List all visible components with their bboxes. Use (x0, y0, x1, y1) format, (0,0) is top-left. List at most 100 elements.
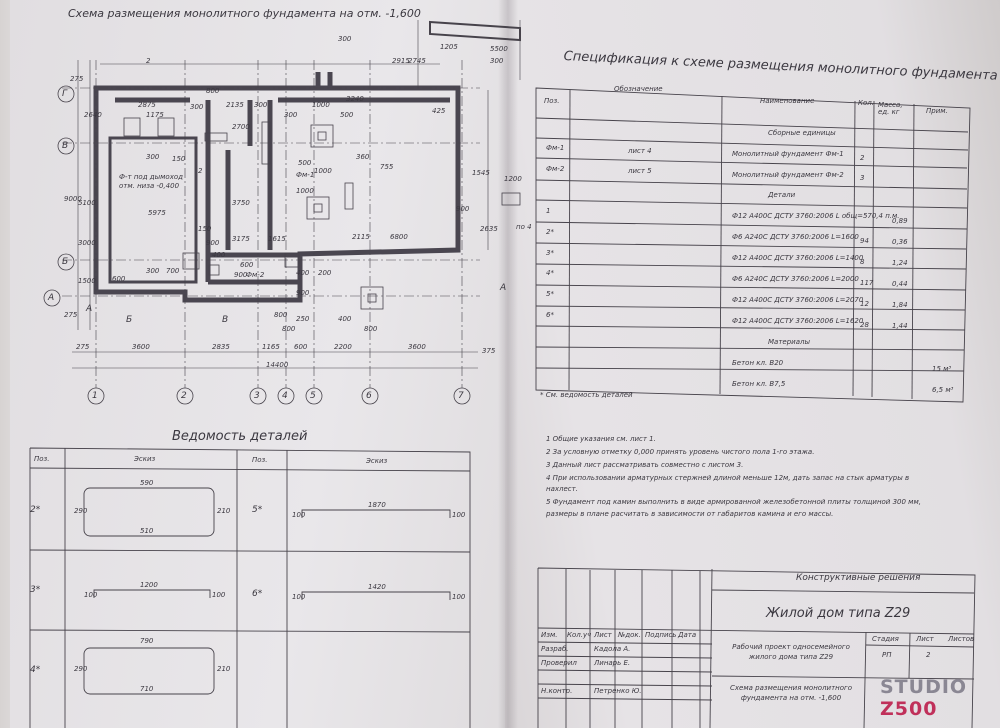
stamp-object: Жилой дом типа Z29 (766, 606, 911, 621)
detail-5-dim-b: 100 (292, 511, 306, 519)
stamp-name-3: Петренко Ю. (594, 687, 642, 695)
dim-b2: 2835 (212, 343, 230, 351)
detail-4-dim-b: 290 (74, 665, 88, 673)
detail-4-dim-a: 790 (140, 637, 154, 645)
dim-i19: 3750 (232, 199, 250, 207)
spec-cell-name: Ф12 А400С ДСТУ 3760:2006 L общ=570,4 п.м… (732, 212, 900, 221)
dim-i38: 150 (198, 225, 212, 233)
dim-i29: 300 (146, 267, 160, 275)
dim-i26: 800 (282, 325, 296, 333)
dim-i14: 755 (380, 163, 394, 171)
dim-t3: 2745 (408, 57, 426, 65)
right-page (505, 0, 1000, 728)
dim-t4: 1205 (440, 43, 458, 51)
detail-6-dim-c: 100 (452, 593, 466, 601)
dim-i28: 600 (112, 275, 126, 283)
details-table-lines (29, 447, 471, 728)
dim-t6: 300 (490, 57, 504, 65)
stamp-role-3: Н.контр. (541, 687, 573, 695)
note-3: 3 Данный лист рассматривать совместно с … (546, 461, 744, 469)
spec-cell-qty: 2 (860, 153, 865, 162)
spec-cell-note: 15 м³ (932, 364, 952, 373)
axis-num-1: 1 (92, 391, 98, 401)
stamp-sheet-title: Схема размещения монолитного фундамента … (730, 684, 852, 702)
dim-b4: 600 (294, 343, 308, 351)
stove-note-2: отм. низа -0,400 (119, 182, 180, 190)
stamp-stage: РП (882, 651, 892, 659)
detail-5-dim-a: 1870 (368, 501, 386, 509)
spec-cell-pos: 6* (546, 311, 554, 320)
spec-cell-name: Бетон кл. В20 (732, 358, 784, 367)
dim-t2: 2915 (392, 57, 410, 65)
spec-cell-name: Ф12 А400С ДСТУ 3760:2006 L=1620 (732, 316, 864, 325)
stamp-name-0: Кадола А. (594, 645, 631, 653)
studio-logo: STUDIO Z500 (880, 676, 968, 720)
stamp-role-1: Проверил (541, 659, 577, 667)
dim-b7: 375 (482, 347, 496, 355)
spec-cell-name: Сборные единицы (768, 128, 836, 137)
dim-i27: 250 (296, 315, 310, 323)
dim-i23: 6800 (390, 233, 408, 241)
label-fm1: Фм-1 (296, 171, 315, 179)
dim-i25: 800 (364, 325, 378, 333)
spec-cell-pos: 2* (546, 227, 554, 236)
slab-note: по 4 (516, 223, 532, 231)
dim-i37: 900 (234, 271, 248, 279)
dim-i10: 1175 (146, 111, 164, 119)
spec-cell-des: лист 5 (628, 167, 652, 176)
spec-cell-qty: 8 (860, 258, 865, 266)
note-4b: нахлест. (546, 485, 578, 493)
dim-i41: 400 (296, 269, 310, 277)
dim-i40: 900 (206, 239, 220, 247)
detail-pos-3: 3* (30, 585, 41, 595)
dim-i15: 1000 (314, 167, 332, 175)
spec-cell-name: Монолитный фундамент Фм-2 (732, 170, 844, 179)
section-mark-v: В (222, 315, 229, 325)
dim-b5: 2200 (334, 343, 352, 351)
spec-cell-name: Ф12 А400С ДСТУ 3760:2006 L=1400 (732, 254, 864, 263)
spec-cell-name: Бетон кл. В7,5 (732, 379, 786, 388)
spec-cell-mass: 1,84 (892, 300, 908, 309)
spec-h-qty: Кол. (858, 99, 874, 107)
dim-l3: 5100 (78, 199, 96, 207)
dim-l1: 2640 (84, 111, 102, 119)
spec-cell-name: Ф6 А240С ДСТУ 3760:2006 L=1600 (732, 233, 859, 242)
section-mark-b: Б (126, 315, 133, 325)
note-4: 4 При использовании арматурных стержней … (546, 474, 910, 482)
stamp-h-date: Дата (678, 631, 697, 639)
spec-cell-mass: 1,44 (892, 321, 908, 330)
spec-cell-name: Ф12 А400С ДСТУ 3760:2006 L=2070 (732, 295, 864, 304)
stamp-h-kol: Кол.уч (567, 631, 592, 639)
dim-i36: 2635 (480, 225, 498, 233)
stamp-name-1: Линарь Е. (594, 659, 631, 667)
section-mark-a2: А (86, 304, 93, 314)
dim-i33: 700 (166, 267, 180, 275)
dim-i8: 500 (340, 111, 354, 119)
stamp-sheet: 2 (926, 651, 931, 659)
dim-i20: 3175 (232, 235, 250, 243)
spec-h-name: Наименование (760, 97, 815, 105)
spec-cell-mass: 1,24 (892, 258, 908, 267)
dim-b0: 275 (76, 343, 90, 351)
spec-cell-pos: 5* (546, 290, 554, 299)
detail-2-dim-a: 590 (140, 479, 154, 487)
stamp-h-list: Лист (594, 631, 612, 639)
detail-5-dim-c: 100 (452, 511, 466, 519)
dim-i31: 1200 (504, 175, 522, 183)
axis-label-b: Б (62, 257, 69, 267)
spec-cell-des: лист 4 (628, 146, 652, 155)
spec-cell-qty: 117 (860, 278, 874, 287)
stamp-sheet-label: Лист (916, 635, 934, 643)
dim-i12: 300 (146, 153, 160, 161)
spec-cell-pos: 1 (546, 206, 551, 215)
detail-4-dim-c: 210 (217, 665, 231, 673)
dim-i44: 300 (190, 103, 204, 111)
axis-num-3: 3 (254, 391, 260, 401)
dim-l4: 3000 (78, 239, 96, 247)
detail-3-dim-a: 1200 (140, 581, 158, 589)
dim-t1: 300 (338, 35, 352, 43)
stamp-h-doc: №док. (618, 631, 641, 639)
dim-i24: 400 (338, 315, 352, 323)
spec-cell-qty: 94 (860, 237, 869, 246)
